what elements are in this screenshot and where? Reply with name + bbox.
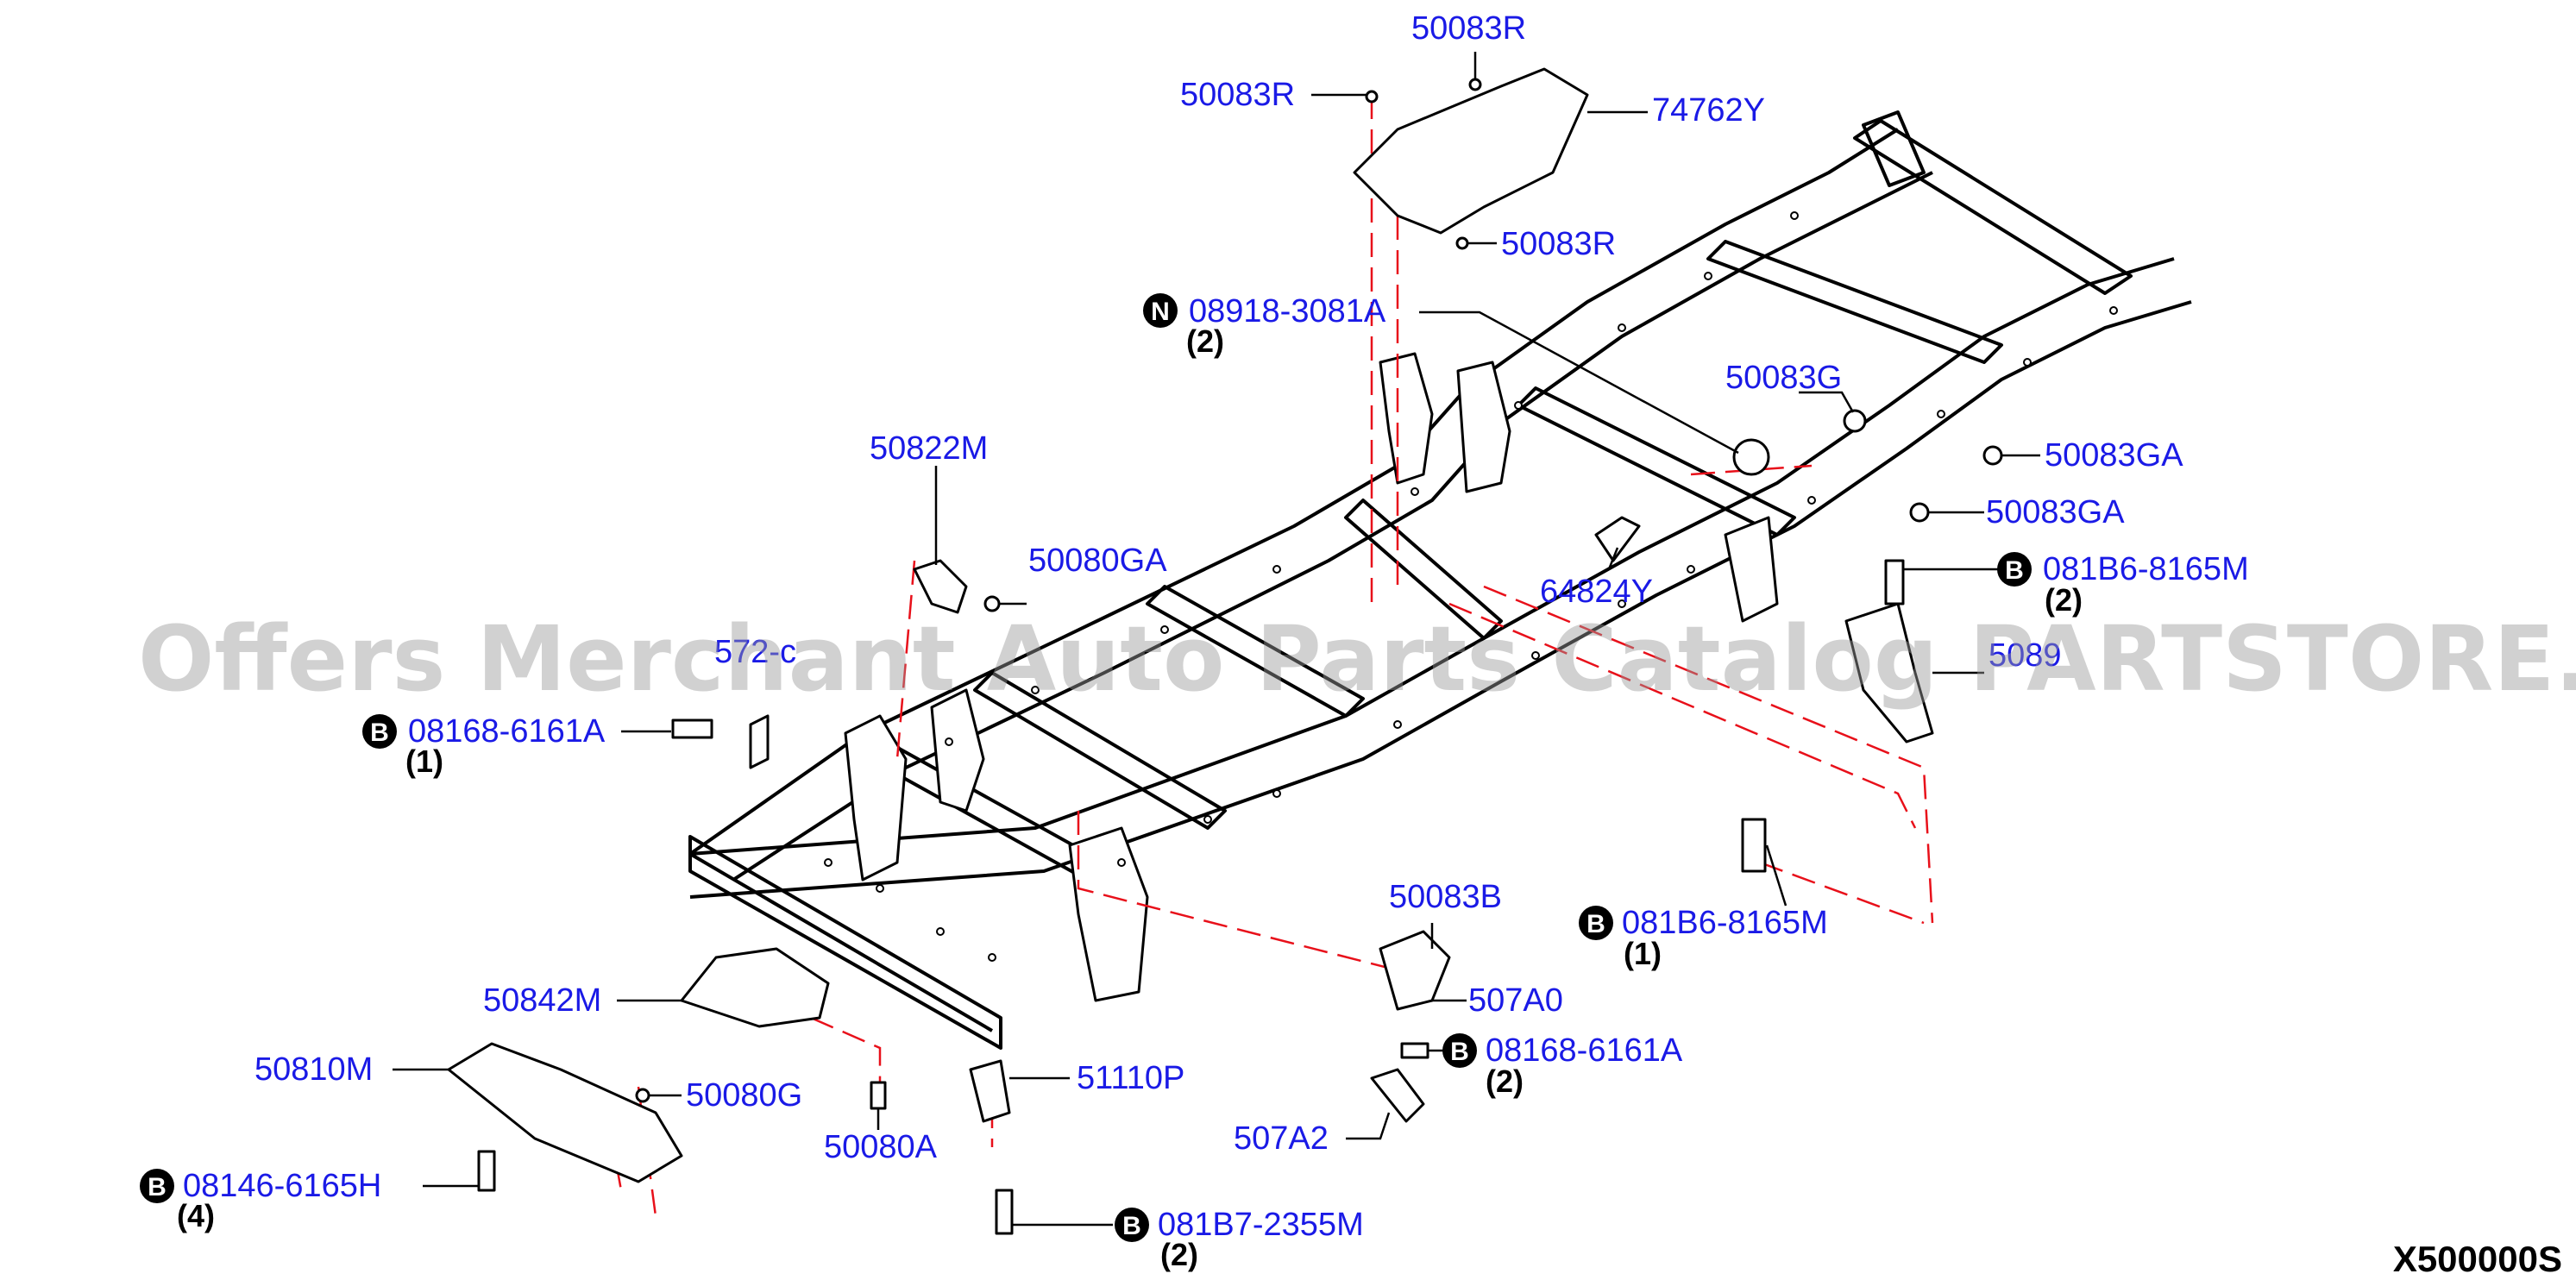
nut-08918	[1732, 438, 1770, 476]
bolt-badge-letter: B	[1586, 910, 1605, 938]
clip-50083R-top	[1468, 78, 1482, 91]
bolt-081B7	[995, 1189, 1014, 1235]
qty-081B7: (2)	[1160, 1237, 1198, 1272]
part-labels: 50083R 50083R 74762Y 50083R 08918-3081A …	[177, 10, 2249, 1272]
bolt-badge-icon	[1442, 1033, 1477, 1068]
bolt-badge-letter: B	[2005, 556, 2024, 585]
label-081B7-2355M[interactable]: 081B7-2355M	[1158, 1207, 1364, 1243]
clip-50083R-bottom	[1455, 236, 1469, 250]
qty-081B6-mid: (1)	[1624, 936, 1662, 971]
frame-holes	[824, 211, 2118, 962]
nut-badge-letter: N	[1151, 298, 1170, 326]
bolt-08168-right	[1400, 1042, 1429, 1059]
chassis-frame	[688, 110, 2192, 1050]
qty-08168-left: (1)	[405, 744, 443, 779]
label-50083GA-2[interactable]: 50083GA	[1986, 494, 2125, 530]
label-64824Y[interactable]: 64824Y	[1540, 574, 1653, 610]
badges: N B B B B B B	[140, 293, 2032, 1242]
bracket-507A2	[1370, 1068, 1425, 1123]
bolt-badge-icon	[1143, 293, 1178, 328]
label-507A2[interactable]: 507A2	[1234, 1120, 1329, 1157]
label-50083B[interactable]: 50083B	[1389, 879, 1502, 915]
bolt-08146	[477, 1150, 496, 1192]
label-50083R-left[interactable]: 50083R	[1180, 77, 1295, 113]
parts-shapes	[447, 67, 2003, 1235]
label-50810M[interactable]: 50810M	[254, 1051, 373, 1088]
heat-shield-74762Y	[1353, 67, 1589, 235]
qty-08146: (4)	[177, 1198, 215, 1233]
label-50083GA-1[interactable]: 50083GA	[2045, 437, 2183, 474]
bracket-51110P	[969, 1059, 1011, 1123]
label-51110P[interactable]: 51110P	[1077, 1060, 1184, 1096]
undercover-50842M	[680, 947, 830, 1028]
bolt-badge-icon	[1997, 552, 2032, 587]
washer-50083GA-2	[1909, 502, 1930, 523]
clip-50080G	[635, 1088, 650, 1103]
label-572[interactable]: 572­­-c	[714, 634, 796, 670]
bracket-572	[749, 714, 770, 769]
qty-081B6-top: (2)	[2045, 582, 2083, 618]
label-081B6-8165M-top[interactable]: 081B6-8165M	[2043, 551, 2249, 587]
watermark-text: Offers Merchant Auto Parts Catalog PARTS…	[138, 606, 2576, 712]
clip-50083R-left	[1365, 90, 1379, 104]
label-08146-6165H[interactable]: 08146-6165H	[183, 1168, 381, 1204]
label-50080G[interactable]: 50080G	[686, 1077, 802, 1114]
bolt-50080A	[870, 1081, 887, 1110]
bolt-badge-letter: B	[370, 718, 389, 747]
qty-08168-right: (2)	[1486, 1064, 1524, 1099]
diagram-code: X500000S	[2393, 1239, 2562, 1279]
bracket-64824Y	[1594, 516, 1641, 562]
bracket-507A0	[1379, 930, 1451, 1011]
label-74762Y[interactable]: 74762Y	[1652, 92, 1765, 129]
label-507A0[interactable]: 507A0	[1468, 982, 1563, 1019]
bolt-badge-letter: B	[1450, 1038, 1469, 1066]
label-081B6-8165M-mid[interactable]: 081B6-8165M	[1622, 905, 1828, 941]
label-50080A[interactable]: 50080A	[824, 1129, 938, 1165]
washer-50083GA-1	[1982, 445, 2003, 466]
label-50083G[interactable]: 50083G	[1725, 360, 1842, 396]
label-50080GA[interactable]: 50080GA	[1028, 543, 1167, 579]
label-5089[interactable]: 5089	[1989, 637, 2062, 674]
bolt-081B6-mid	[1741, 818, 1767, 873]
label-08918-3081A[interactable]: 08918-3081A	[1189, 293, 1386, 329]
washer-50083G	[1843, 409, 1867, 433]
qty-08918: (2)	[1186, 323, 1224, 359]
bolt-badge-icon	[1115, 1208, 1149, 1242]
leader-lines	[393, 52, 2040, 1227]
label-50822M[interactable]: 50822M	[870, 430, 988, 467]
bolt-badge-icon	[362, 714, 397, 749]
bolt-badge-icon	[1579, 906, 1613, 940]
label-50083R-top[interactable]: 50083R	[1411, 10, 1526, 47]
label-08168-6161A-right[interactable]: 08168-6161A	[1486, 1032, 1683, 1069]
bolt-badge-icon	[140, 1169, 174, 1203]
label-08168-6161A-left[interactable]: 08168-6161A	[408, 713, 606, 750]
bolt-badge-letter: B	[148, 1173, 166, 1202]
bracket-50822M	[913, 559, 968, 614]
bolt-badge-letter: B	[1122, 1212, 1141, 1240]
label-50842M[interactable]: 50842M	[483, 982, 601, 1019]
label-50083R-bottom[interactable]: 50083R	[1501, 226, 1616, 262]
undercover-50810M	[447, 1042, 683, 1183]
bolt-08168-left	[671, 718, 713, 739]
bolt-081B6-top	[1884, 559, 1905, 605]
